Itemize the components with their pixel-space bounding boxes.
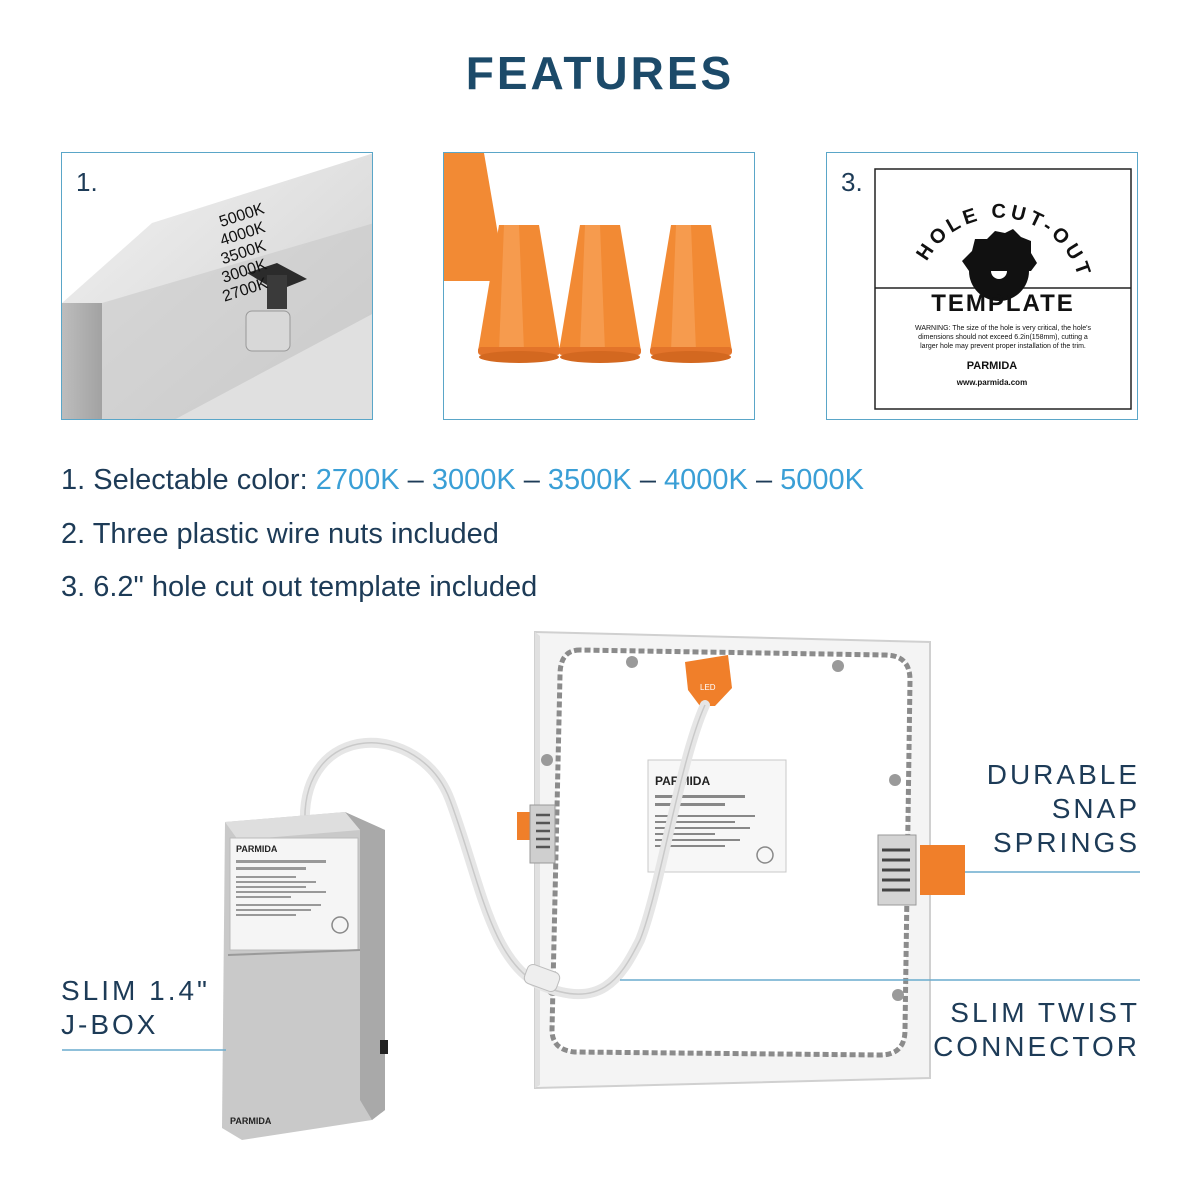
panel-orange-connector: LED <box>685 655 732 706</box>
wire-nut-3 <box>650 225 732 363</box>
warning-line-2: dimensions should not exceed 6.2in(158mm… <box>918 334 1088 341</box>
temp-3500k: 3500K <box>547 464 632 496</box>
page-title: FEATURES <box>465 47 735 99</box>
feature-line-template: 3. 6.2" hole cut out template included <box>61 571 538 603</box>
temp-4000k: 4000K <box>664 464 748 496</box>
temp-separator: – <box>747 464 781 496</box>
feature-line-1-prefix: 1. Selectable color: <box>61 464 316 496</box>
template-title: TEMPLATE <box>931 290 1075 317</box>
feature-line-selectable-color: 1. Selectable color: 2700K – 3000K – 350… <box>61 464 864 497</box>
feature-panel-template: 3. HOLE CUT-OUT TEMPLATE WARNING: The si… <box>826 152 1138 420</box>
warning-line-1: WARNING: The size of the hole is very cr… <box>915 325 1092 332</box>
jbox-label-brand: PARMIDA <box>236 844 278 854</box>
template-card: HOLE CUT-OUT TEMPLATE WARNING: The size … <box>874 168 1132 410</box>
twist-connector <box>523 963 561 993</box>
cct-switch-illustration: 5000K 4000K 3500K 3000K 2700K <box>62 153 372 419</box>
temp-3000k: 3000K <box>431 464 516 496</box>
spring-left <box>517 804 556 864</box>
temp-separator: – <box>631 464 665 496</box>
warning-line-3: larger hole may prevent proper installat… <box>920 343 1086 350</box>
feature-panel-cct-switch: 5000K 4000K 3500K 3000K 2700K 1. <box>61 152 373 420</box>
panel-label-lines <box>655 795 755 847</box>
wire-nut-2 <box>559 225 641 363</box>
wire-nut-1 <box>478 225 560 363</box>
wire-nuts-illustration <box>444 153 732 363</box>
spring-right <box>877 834 965 906</box>
panel-light: PARMIDA LED <box>517 630 965 1090</box>
template-url: www.parmida.com <box>956 378 1027 387</box>
temp-separator: – <box>515 464 548 496</box>
temp-2700k: 2700K <box>315 464 400 496</box>
panel-number: 3. <box>841 167 863 197</box>
feature-panel-wire-nuts: 2. <box>443 152 755 420</box>
feature-line-wire-nuts: 2. Three plastic wire nuts included <box>61 518 499 550</box>
temp-5000k: 5000K <box>780 464 864 496</box>
template-brand: PARMIDA <box>967 360 1018 372</box>
temp-separator: – <box>399 464 432 496</box>
connector-tag: LED <box>700 683 716 692</box>
saw-blade-icon <box>962 229 1037 301</box>
panel-number: 1. <box>76 167 98 197</box>
jbox-bottom-brand: PARMIDA <box>230 1116 272 1126</box>
junction-box: PARMIDA PARMIDA <box>222 812 388 1140</box>
callout-jbox: SLIM 1.4" J-BOX <box>61 975 210 1040</box>
product-illustration: PARMIDA LED <box>62 630 1140 1140</box>
callout-twist-connector: SLIM TWIST CONNECTOR <box>933 997 1140 1062</box>
callout-snap-springs: DURABLE SNAP SPRINGS <box>986 759 1140 858</box>
jbox-label-lines <box>236 860 326 916</box>
